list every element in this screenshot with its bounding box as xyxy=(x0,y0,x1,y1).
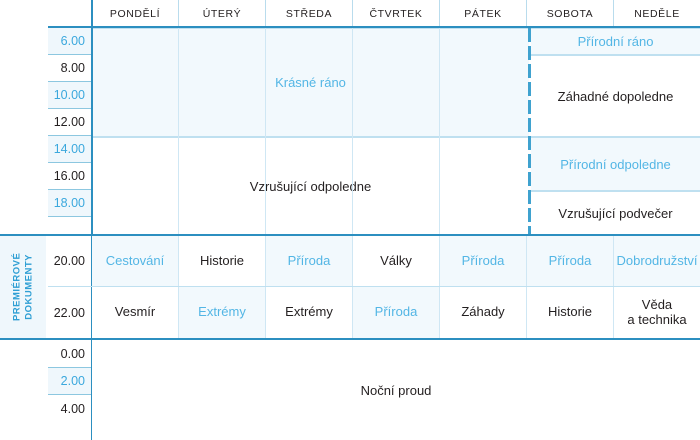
daypart-weekend-afternoon-label: Přírodní odpoledne xyxy=(560,156,671,172)
column-divider-4 xyxy=(439,28,440,234)
day-header-utery: ÚTERÝ xyxy=(178,0,265,27)
time-slot-0: 0.00 xyxy=(48,341,91,368)
day-header-pondeli: PONDĚLÍ xyxy=(109,7,161,20)
program-cell[interactable]: Války xyxy=(352,236,439,287)
daypart-night[interactable]: Noční proud xyxy=(92,340,700,440)
program-cell[interactable]: Příroda xyxy=(352,287,439,338)
column-divider-3 xyxy=(352,28,353,234)
day-header-patek: PÁTEK xyxy=(439,0,526,27)
weekend-divider xyxy=(528,28,531,234)
premiere-label-line-1: PREMIÉROVÉ xyxy=(11,252,23,322)
premiere-row-2000: Cestování Historie Příroda Války Příroda… xyxy=(92,236,700,287)
column-divider-2 xyxy=(265,28,266,234)
time-slot-12: 12.00 xyxy=(48,109,91,136)
premiere-section-label: PREMIÉROVÉ DOKUMENTY xyxy=(0,236,46,338)
program-cell[interactable]: Historie xyxy=(526,287,613,338)
premiere-row-divider xyxy=(48,286,700,287)
program-cell[interactable]: Příroda xyxy=(265,236,352,287)
daypart-weekday-morning-label: Krásné ráno xyxy=(275,75,346,90)
program-cell[interactable]: Extrémy xyxy=(178,287,265,338)
daypart-weekend-morning[interactable]: Přírodní ráno xyxy=(531,28,700,55)
time-slot-22: 22.00 xyxy=(48,287,91,338)
program-cell[interactable]: Vesmír xyxy=(92,287,178,338)
program-cell[interactable]: Historie xyxy=(178,236,265,287)
day-header-ctvrtek: ČTVRTEK xyxy=(352,0,439,27)
time-slot-8: 8.00 xyxy=(48,55,91,82)
premiere-bottom-rule xyxy=(0,338,700,340)
premiere-row-2200: Vesmír Extrémy Extrémy Příroda Záhady Hi… xyxy=(92,287,700,338)
time-slot-6: 6.00 xyxy=(48,28,91,55)
daypart-weekday-afternoon[interactable]: Vzrušující odpoledne xyxy=(92,137,529,234)
program-cell[interactable]: Příroda xyxy=(439,236,526,287)
program-cell[interactable]: Dobrodružství xyxy=(613,236,700,287)
day-header-streda: STŘEDA xyxy=(265,0,352,27)
grid-top-rule xyxy=(48,26,700,28)
time-slot-18: 18.00 xyxy=(48,190,91,217)
daypart-weekend-afternoon[interactable]: Přírodní odpoledne xyxy=(531,137,700,191)
time-slot-4: 4.00 xyxy=(48,395,91,422)
time-slot-16: 16.00 xyxy=(48,163,91,190)
day-header-row: PONDĚLÍ ÚTERÝ STŘEDA ČTVRTEK PÁTEK SOBOT… xyxy=(92,0,700,27)
column-divider-1 xyxy=(178,28,179,234)
daypart-weekend-midday-label: Záhadné dopoledne xyxy=(557,88,674,104)
day-header-sobota: SOBOTA xyxy=(526,0,613,27)
grid-vertical-rule xyxy=(91,0,93,440)
program-cell[interactable]: Příroda xyxy=(526,236,613,287)
daypart-weekday-afternoon-label: Vzrušující odpoledne xyxy=(249,178,372,194)
premiere-top-rule xyxy=(0,234,700,236)
program-cell[interactable]: Záhady xyxy=(439,287,526,338)
time-slot-20: 20.00 xyxy=(48,236,91,286)
daypart-weekend-morning-label: Přírodní ráno xyxy=(577,34,654,49)
daypart-weekend-evening[interactable]: Vzrušující podvečer xyxy=(531,191,700,234)
program-cell[interactable]: Cestování xyxy=(92,236,178,287)
daypart-weekday-morning[interactable]: Krásné ráno xyxy=(92,28,529,137)
premiere-label-line-2: DOKUMENTY xyxy=(23,254,35,320)
day-header-nedele: NEDĚLE xyxy=(613,0,700,27)
time-slot-2: 2.00 xyxy=(48,368,91,395)
time-slot-10: 10.00 xyxy=(48,82,91,109)
time-slot-14: 14.00 xyxy=(48,136,91,163)
daypart-night-label: Noční proud xyxy=(360,382,432,398)
daypart-weekend-midday[interactable]: Záhadné dopoledne xyxy=(531,55,700,137)
program-cell[interactable]: Extrémy xyxy=(265,287,352,338)
daypart-weekend-evening-label: Vzrušující podvečer xyxy=(558,205,673,221)
